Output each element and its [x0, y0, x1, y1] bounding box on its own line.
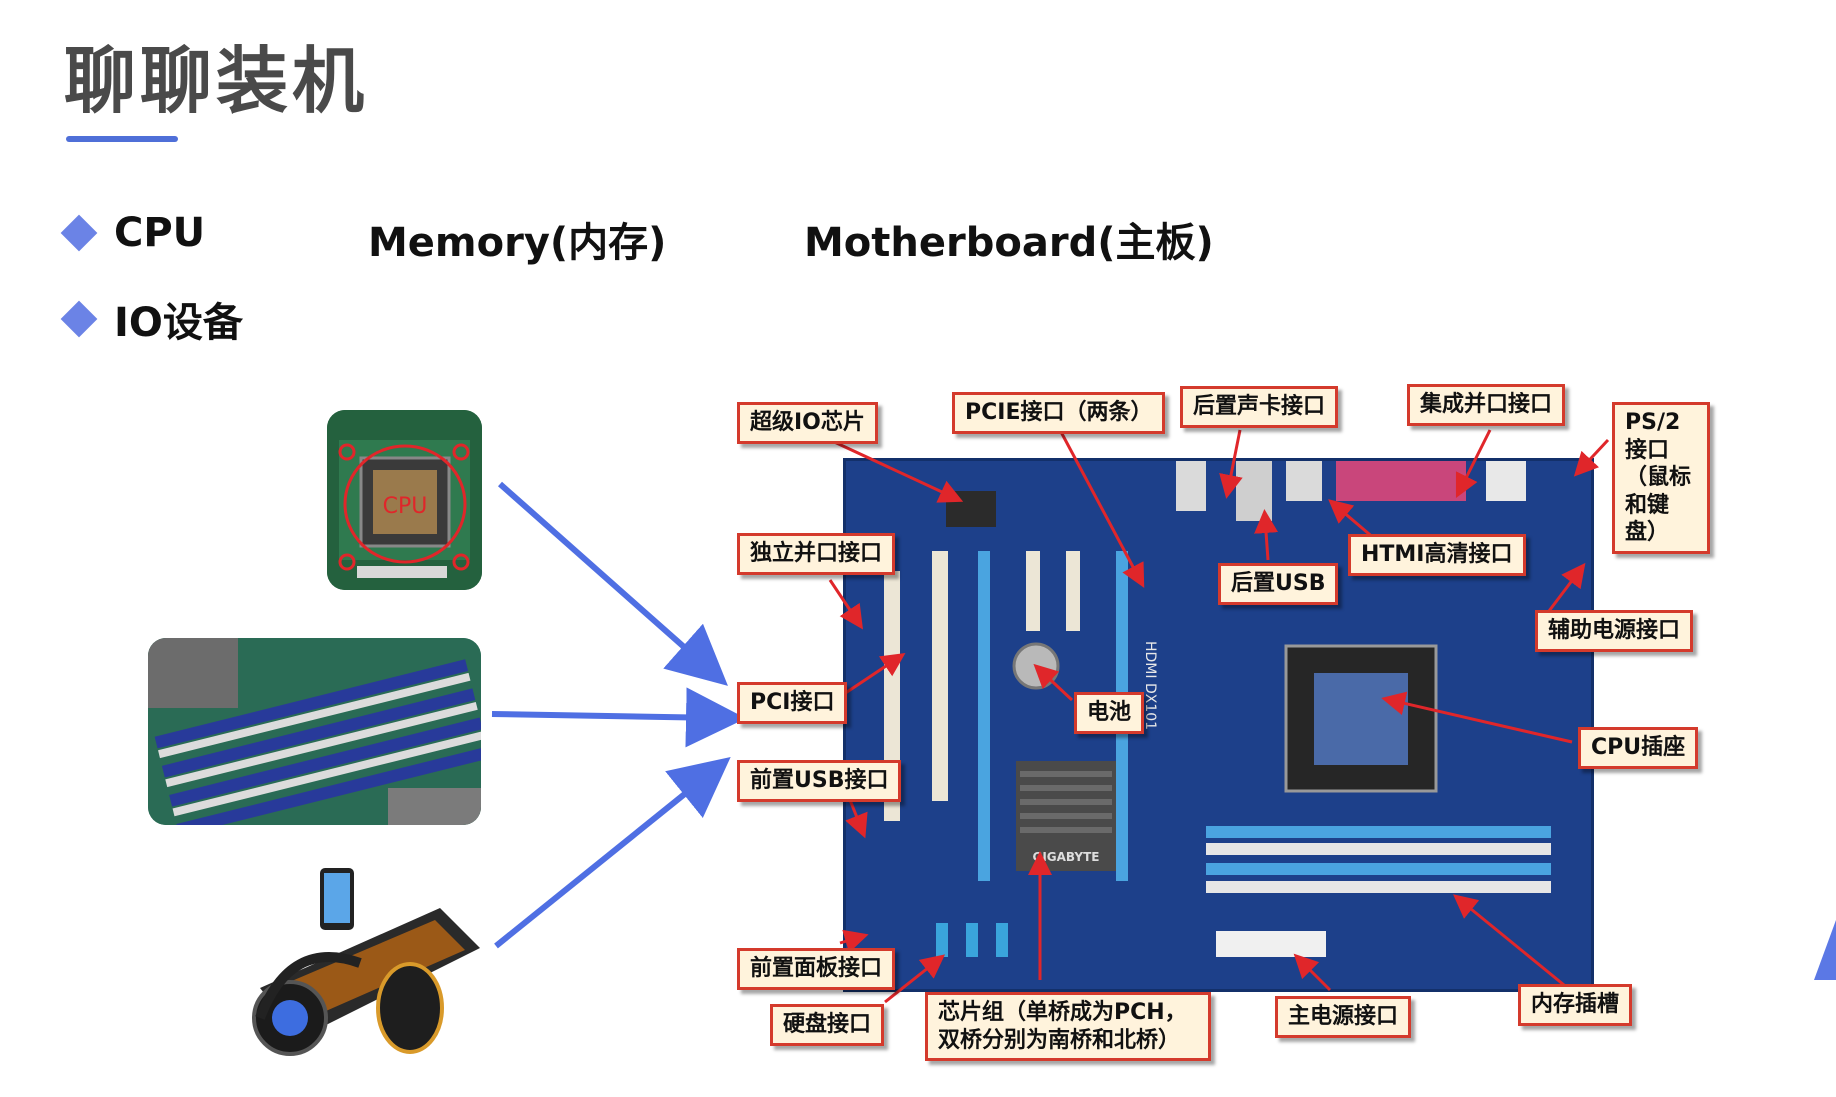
slide-corner-decoration: [1814, 920, 1836, 980]
label-ps2: PS/2接口（鼠标和键盘）: [1612, 402, 1710, 554]
label-super-io-chip: 超级IO芯片: [737, 402, 878, 444]
label-integrated-parallel: 集成并口接口: [1407, 384, 1566, 426]
bullet-row-2: IO设备: [60, 290, 243, 348]
label-front-panel: 前置面板接口: [737, 948, 896, 990]
label-cpu-socket: CPU插座: [1578, 727, 1699, 769]
cpu-photo: CPU: [327, 410, 482, 590]
title-underline: [66, 136, 178, 142]
io-devices-photo: [240, 868, 480, 1063]
board-model-text: HDMI DX101: [1142, 641, 1158, 730]
label-rear-audio: 后置声卡接口: [1180, 386, 1339, 428]
bullet-memory: Memory(内存): [368, 220, 667, 266]
label-independent-parallel: 独立并口接口: [737, 533, 896, 575]
bullet-row-1: CPU: [60, 210, 206, 256]
label-main-power: 主电源接口: [1275, 996, 1412, 1038]
label-hdd: 硬盘接口: [770, 1004, 885, 1046]
memory-photo: [148, 638, 481, 825]
bullet-motherboard: Motherboard(主板): [804, 220, 1214, 266]
bullet-cpu: CPU: [114, 210, 206, 256]
label-rear-usb: 后置USB: [1218, 563, 1339, 605]
bullet-io: IO设备: [114, 300, 243, 346]
label-pcie-slots: PCIE接口（两条）: [952, 392, 1166, 434]
label-chipset: 芯片组（单桥成为PCH，双桥分别为南桥和北桥）: [925, 992, 1211, 1061]
cpu-handwritten-label: CPU: [383, 494, 428, 519]
arrow-io: [494, 756, 731, 949]
page-title: 聊聊装机: [64, 39, 369, 123]
label-hdmi: HTMI高清接口: [1348, 534, 1526, 576]
label-front-usb: 前置USB接口: [737, 760, 902, 802]
label-memory-slot: 内存插槽: [1518, 984, 1633, 1026]
arrow-cpu: [498, 481, 728, 686]
arrow-memory: [491, 687, 746, 748]
label-aux-power: 辅助电源接口: [1535, 610, 1694, 652]
label-pci: PCI接口: [737, 682, 848, 724]
label-battery: 电池: [1074, 692, 1145, 734]
